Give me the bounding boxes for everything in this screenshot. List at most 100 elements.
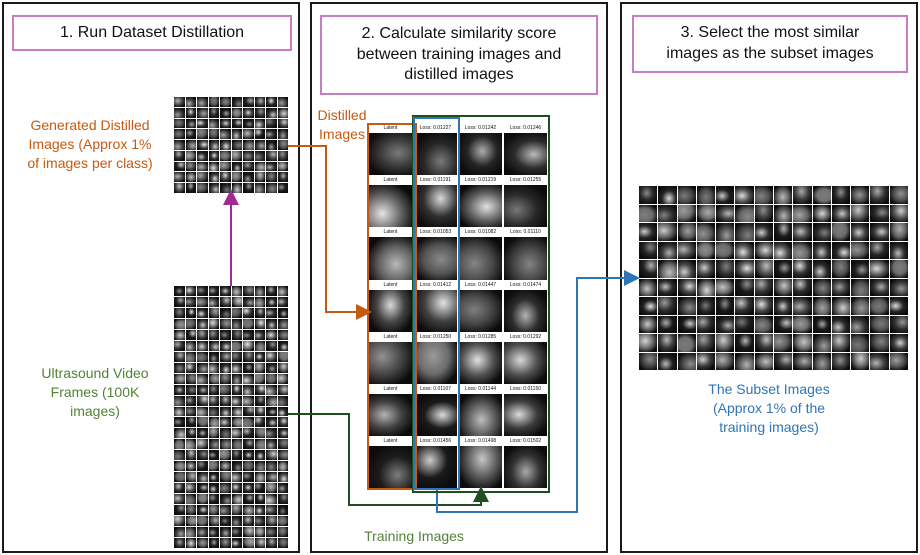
thumbnail-image <box>696 241 716 259</box>
thumbnail-image <box>754 278 773 296</box>
thumbnail-image <box>639 315 658 333</box>
thumbnail-image <box>793 297 812 315</box>
thumbnail-image <box>243 395 254 406</box>
thumbnail-image <box>231 439 242 450</box>
thumbnail-image <box>266 483 277 494</box>
strip-frame-latent: Latent <box>368 176 413 229</box>
thumbnail-image <box>277 527 288 538</box>
thumbnail-image <box>266 417 277 428</box>
thumbnail-image <box>870 260 889 278</box>
thumbnail-image <box>185 129 196 140</box>
thumbnail-image <box>851 260 870 278</box>
thumbnail-image <box>831 278 851 296</box>
thumbnail-image <box>812 297 831 315</box>
thumbnail-image <box>754 334 773 352</box>
thumbnail-image <box>774 260 793 278</box>
frame-caption: Loss: 0.01456 <box>419 438 452 445</box>
thumbnail-image <box>174 461 185 472</box>
thumbnail-image <box>208 118 219 129</box>
thumbnail-image <box>831 241 851 259</box>
ultrasound-image <box>414 446 457 489</box>
thumbnail-image <box>220 118 231 129</box>
thumbnail-image <box>851 315 870 333</box>
thumbnail-image <box>677 260 696 278</box>
step2-title: 2. Calculate similarity score between tr… <box>320 15 598 95</box>
ultrasound-image <box>414 185 457 228</box>
frame-caption: Latent <box>383 333 398 340</box>
thumbnail-image <box>774 204 793 222</box>
strip-frame-loss-3: Loss: 0.01502 <box>503 437 548 490</box>
thumbnail-image <box>197 150 208 161</box>
step3-title: 3. Select the most similar images as the… <box>632 15 908 73</box>
thumbnail-image <box>793 260 812 278</box>
thumbnail-image <box>208 417 219 428</box>
frame-caption: Latent <box>383 281 398 288</box>
frame-caption: Loss: 0.01255 <box>509 177 542 184</box>
thumbnail-image <box>658 352 677 370</box>
thumbnail-image <box>208 172 219 183</box>
thumbnail-image <box>243 340 254 351</box>
thumbnail-image <box>754 260 773 278</box>
thumbnail-image <box>254 318 265 329</box>
thumbnail-image <box>266 384 277 395</box>
thumbnail-image <box>277 516 288 527</box>
thumbnail-image <box>639 260 658 278</box>
thumbnail-image <box>658 334 677 352</box>
frame-caption: Loss: 0.01110 <box>510 229 541 236</box>
thumbnail-image <box>277 129 288 140</box>
thumbnail-image <box>243 384 254 395</box>
thumbnail-image <box>254 183 265 193</box>
thumbnail-image <box>243 483 254 494</box>
thumbnail-image <box>277 439 288 450</box>
thumbnail-image <box>243 428 254 439</box>
thumbnail-image <box>197 472 208 483</box>
thumbnail-image <box>774 241 793 259</box>
thumbnail-image <box>254 129 265 140</box>
thumbnail-image <box>220 494 231 505</box>
thumbnail-image <box>277 140 288 150</box>
thumbnail-image <box>254 395 265 406</box>
strip-frame-latent: Latent <box>368 385 413 438</box>
thumbnail-image <box>185 351 196 362</box>
thumbnail-image <box>208 472 219 483</box>
thumbnail-image <box>197 183 208 193</box>
thumbnail-image <box>831 186 851 204</box>
thumbnail-image <box>208 373 219 384</box>
thumbnail-image <box>254 428 265 439</box>
thumbnail-image <box>208 161 219 172</box>
thumbnail-image <box>243 351 254 362</box>
thumbnail-image <box>220 373 231 384</box>
thumbnail-image <box>754 186 773 204</box>
thumbnail-image <box>254 538 265 548</box>
thumbnail-image <box>735 186 754 204</box>
thumbnail-image <box>812 334 831 352</box>
strip-frame-loss-2: Loss: 0.01082 <box>458 228 503 281</box>
thumbnail-image <box>174 161 185 172</box>
thumbnail-image <box>266 351 277 362</box>
ultrasound-image <box>459 341 502 384</box>
thumbnail-image <box>254 307 265 318</box>
thumbnail-image <box>197 483 208 494</box>
thumbnail-image <box>243 296 254 307</box>
thumbnail-image <box>220 150 231 161</box>
ultrasound-image <box>414 289 457 332</box>
thumbnail-image <box>208 516 219 527</box>
thumbnail-image <box>174 107 185 118</box>
ultrasound-image <box>459 133 502 176</box>
thumbnail-image <box>220 395 231 406</box>
thumbnail-image <box>220 384 231 395</box>
thumbnail-image <box>774 315 793 333</box>
thumbnail-image <box>812 315 831 333</box>
thumbnail-image <box>870 186 889 204</box>
thumbnail-image <box>231 329 242 340</box>
frame-caption: Loss: 0.01502 <box>509 438 542 445</box>
thumbnail-image <box>716 186 735 204</box>
thumbnail-image <box>174 307 185 318</box>
thumbnail-image <box>243 172 254 183</box>
thumbnail-image <box>277 118 288 129</box>
thumbnail-image <box>185 150 196 161</box>
thumbnail-image <box>197 362 208 373</box>
ultrasound-image <box>414 133 457 176</box>
thumbnail-image <box>696 334 716 352</box>
thumbnail-image <box>174 329 185 340</box>
